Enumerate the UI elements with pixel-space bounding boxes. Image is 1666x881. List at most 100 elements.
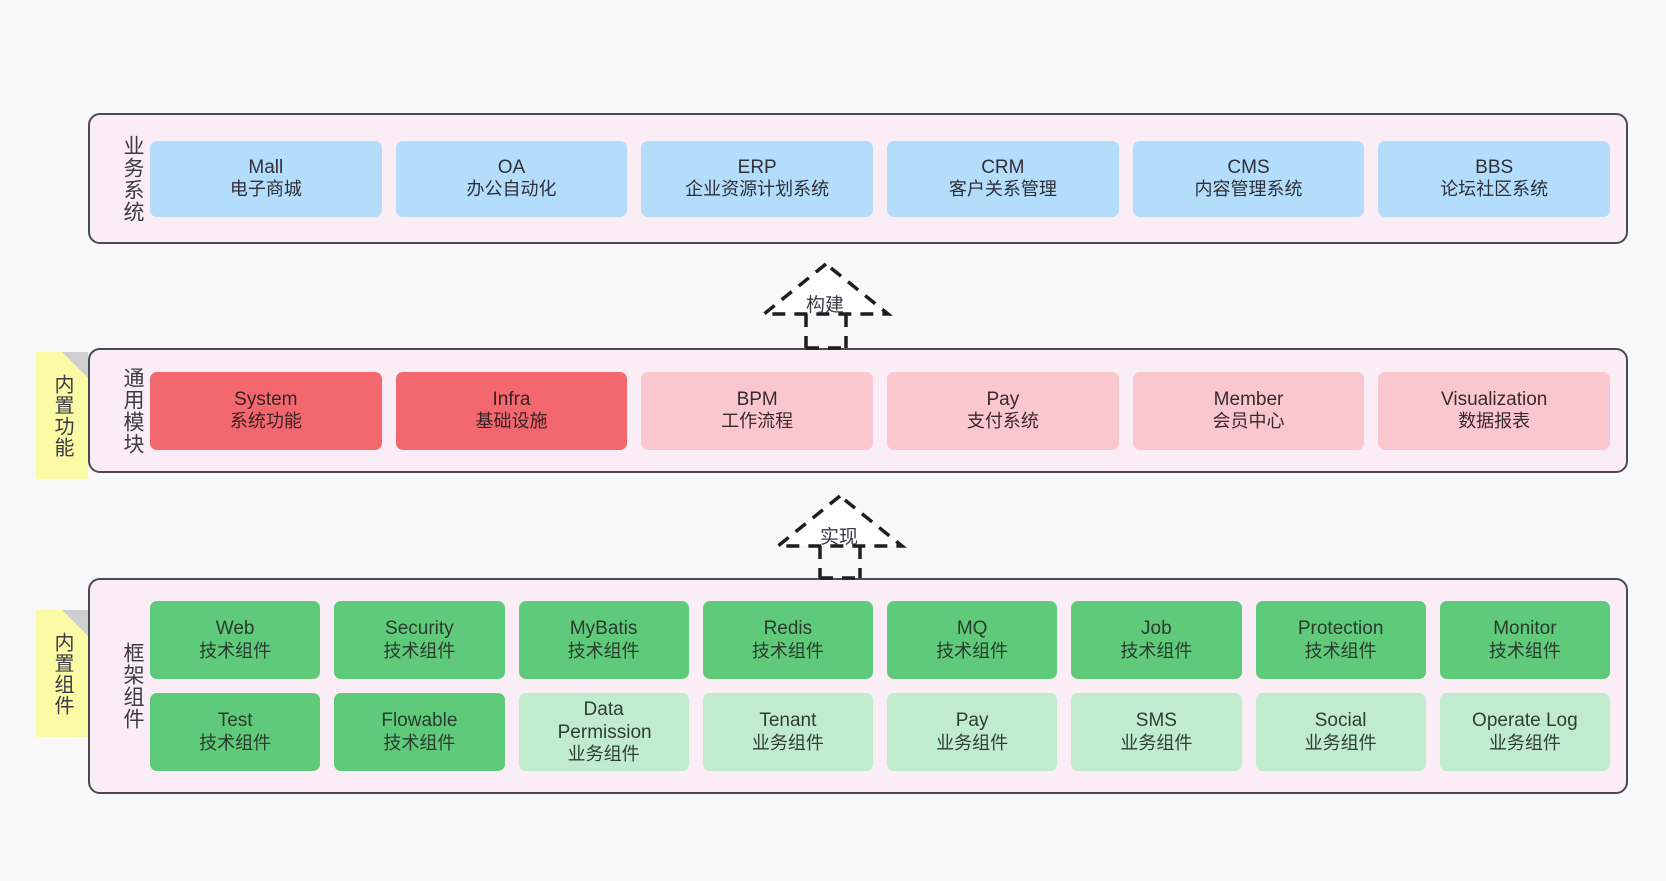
card-title: Infra	[492, 388, 531, 410]
card-subtitle: 技术组件	[383, 732, 456, 753]
component-card-monitor[interactable]: Monitor 技术组件	[1439, 601, 1610, 679]
card-title: Member	[1213, 388, 1284, 410]
card-subtitle: 业务组件	[567, 744, 640, 765]
connector-implement-label: 实现	[820, 527, 859, 548]
module-card-cms[interactable]: CMS 内容管理系统	[1132, 140, 1365, 217]
card-subtitle: 业务组件	[1488, 732, 1561, 753]
card-row-tech: Web 技术组件 Security 技术组件 MyBatis 技术组件 Redi…	[150, 601, 1610, 679]
component-card-test[interactable]: Test 技术组件	[150, 693, 321, 771]
module-card-pay[interactable]: Pay 支付系统	[887, 371, 1119, 450]
card-subtitle: 内容管理系统	[1194, 179, 1303, 200]
module-card-bpm[interactable]: BPM 工作流程	[641, 371, 874, 450]
generalization-arrow-icon	[773, 493, 907, 580]
note-fold-corner-icon	[62, 610, 88, 636]
card-subtitle: 会员中心	[1212, 411, 1285, 432]
card-title: Protection	[1297, 618, 1384, 640]
layer-framework-components: 框架组件 Web 技术组件 Security 技术组件 MyBatis 技术组件…	[88, 578, 1628, 794]
card-subtitle: 客户关系管理	[948, 179, 1057, 200]
card-subtitle: 数据报表	[1458, 411, 1531, 432]
card-subtitle: 工作流程	[721, 411, 794, 432]
layer-label-framework: 框架组件	[121, 642, 144, 730]
module-card-erp[interactable]: ERP 企业资源计划系统	[641, 140, 874, 217]
card-subtitle: 办公自动化	[466, 179, 557, 200]
card-title: BPM	[736, 388, 778, 410]
module-card-bbs[interactable]: BBS 论坛社区系统	[1378, 140, 1611, 217]
component-card-redis[interactable]: Redis 技术组件	[702, 601, 873, 679]
module-card-system[interactable]: System 系统功能	[150, 371, 382, 450]
card-title: MQ	[956, 618, 988, 640]
component-card-operate-log[interactable]: Operate Log 业务组件	[1439, 693, 1610, 771]
card-title: BBS	[1475, 156, 1514, 178]
component-card-pay[interactable]: Pay 业务组件	[887, 693, 1058, 771]
card-title: Redis	[763, 618, 813, 640]
card-subtitle: 企业资源计划系统	[685, 179, 830, 200]
card-subtitle: 业务组件	[1120, 732, 1193, 753]
card-subtitle: 支付系统	[966, 411, 1039, 432]
card-subtitle: 技术组件	[1120, 640, 1193, 661]
component-card-sms[interactable]: SMS 业务组件	[1071, 693, 1242, 771]
card-title: Flowable	[381, 710, 458, 732]
card-subtitle: 电子商城	[229, 179, 302, 200]
layer-body-common: System 系统功能 Infra 基础设施 BPM 工作流程 Pay 支付系统…	[144, 350, 1626, 471]
module-card-visualization[interactable]: Visualization 数据报表	[1378, 371, 1611, 450]
connector-build-label: 构建	[806, 295, 845, 316]
layer-body-framework: Web 技术组件 Security 技术组件 MyBatis 技术组件 Redi…	[144, 580, 1626, 792]
card-title: Pay	[955, 710, 989, 732]
card-subtitle: 技术组件	[199, 732, 272, 753]
card-subtitle: 系统功能	[229, 411, 302, 432]
component-card-data-permission[interactable]: Data Permission 业务组件	[518, 693, 689, 771]
card-title: OA	[497, 156, 526, 178]
card-row: System 系统功能 Infra 基础设施 BPM 工作流程 Pay 支付系统…	[150, 371, 1611, 450]
card-title: Operate Log	[1472, 710, 1578, 732]
component-card-flowable[interactable]: Flowable 技术组件	[334, 693, 505, 771]
card-subtitle: 基础设施	[475, 411, 548, 432]
card-subtitle: 技术组件	[567, 640, 640, 661]
note-text: 内置组件	[51, 631, 73, 716]
card-title: Web	[215, 618, 255, 640]
card-row: Mall 电子商城 OA 办公自动化 ERP 企业资源计划系统 CRM 客户关系…	[150, 140, 1611, 217]
card-subtitle: 技术组件	[383, 640, 456, 661]
card-title: ERP	[737, 156, 777, 178]
card-title: Pay	[986, 388, 1020, 410]
module-card-infra[interactable]: Infra 基础设施	[395, 371, 628, 450]
card-subtitle: 业务组件	[751, 732, 824, 753]
component-card-security[interactable]: Security 技术组件	[334, 601, 505, 679]
card-subtitle: 技术组件	[1488, 640, 1561, 661]
card-title: Test	[217, 710, 253, 732]
card-title: CMS	[1227, 156, 1270, 178]
card-title: Social	[1314, 710, 1367, 732]
component-card-tenant[interactable]: Tenant 业务组件	[702, 693, 873, 771]
component-card-mybatis[interactable]: MyBatis 技术组件	[518, 601, 689, 679]
card-title: System	[234, 388, 298, 410]
card-subtitle: 业务组件	[936, 732, 1009, 753]
card-subtitle: 技术组件	[751, 640, 824, 661]
note-builtin-features: 内置功能	[36, 352, 88, 479]
card-subtitle: 业务组件	[1304, 732, 1377, 753]
module-card-member[interactable]: Member 会员中心	[1132, 371, 1365, 450]
card-row-business: Test 技术组件 Flowable 技术组件 Data Permission …	[150, 693, 1610, 771]
card-subtitle: 技术组件	[1304, 640, 1377, 661]
card-title: Security	[385, 618, 454, 640]
component-card-web[interactable]: Web 技术组件	[150, 601, 321, 679]
card-title: Tenant	[759, 710, 817, 732]
generalization-arrow-icon	[759, 261, 893, 350]
layer-common-modules: 通用模块 System 系统功能 Infra 基础设施 BPM 工作流程 Pay…	[88, 348, 1628, 473]
layer-label-common: 通用模块	[121, 366, 144, 455]
card-title: CRM	[981, 156, 1025, 178]
card-title: Monitor	[1493, 618, 1557, 640]
layer-label-business: 业务系统	[121, 134, 144, 223]
card-subtitle: 技术组件	[936, 640, 1009, 661]
component-card-mq[interactable]: MQ 技术组件	[887, 601, 1058, 679]
component-card-job[interactable]: Job 技术组件	[1071, 601, 1242, 679]
card-subtitle: 论坛社区系统	[1440, 179, 1549, 200]
module-card-crm[interactable]: CRM 客户关系管理	[887, 140, 1119, 217]
connector-implement: 实现	[758, 490, 948, 580]
component-card-social[interactable]: Social 业务组件	[1255, 693, 1426, 771]
layer-business-systems: 业务系统 Mall 电子商城 OA 办公自动化 ERP 企业资源计划系统 CRM…	[88, 113, 1628, 244]
component-card-protection[interactable]: Protection 技术组件	[1255, 601, 1426, 679]
card-title: Job	[1141, 618, 1172, 640]
card-title: MyBatis	[569, 618, 638, 640]
module-card-oa[interactable]: OA 办公自动化	[395, 140, 628, 217]
module-card-mall[interactable]: Mall 电子商城	[150, 140, 382, 217]
